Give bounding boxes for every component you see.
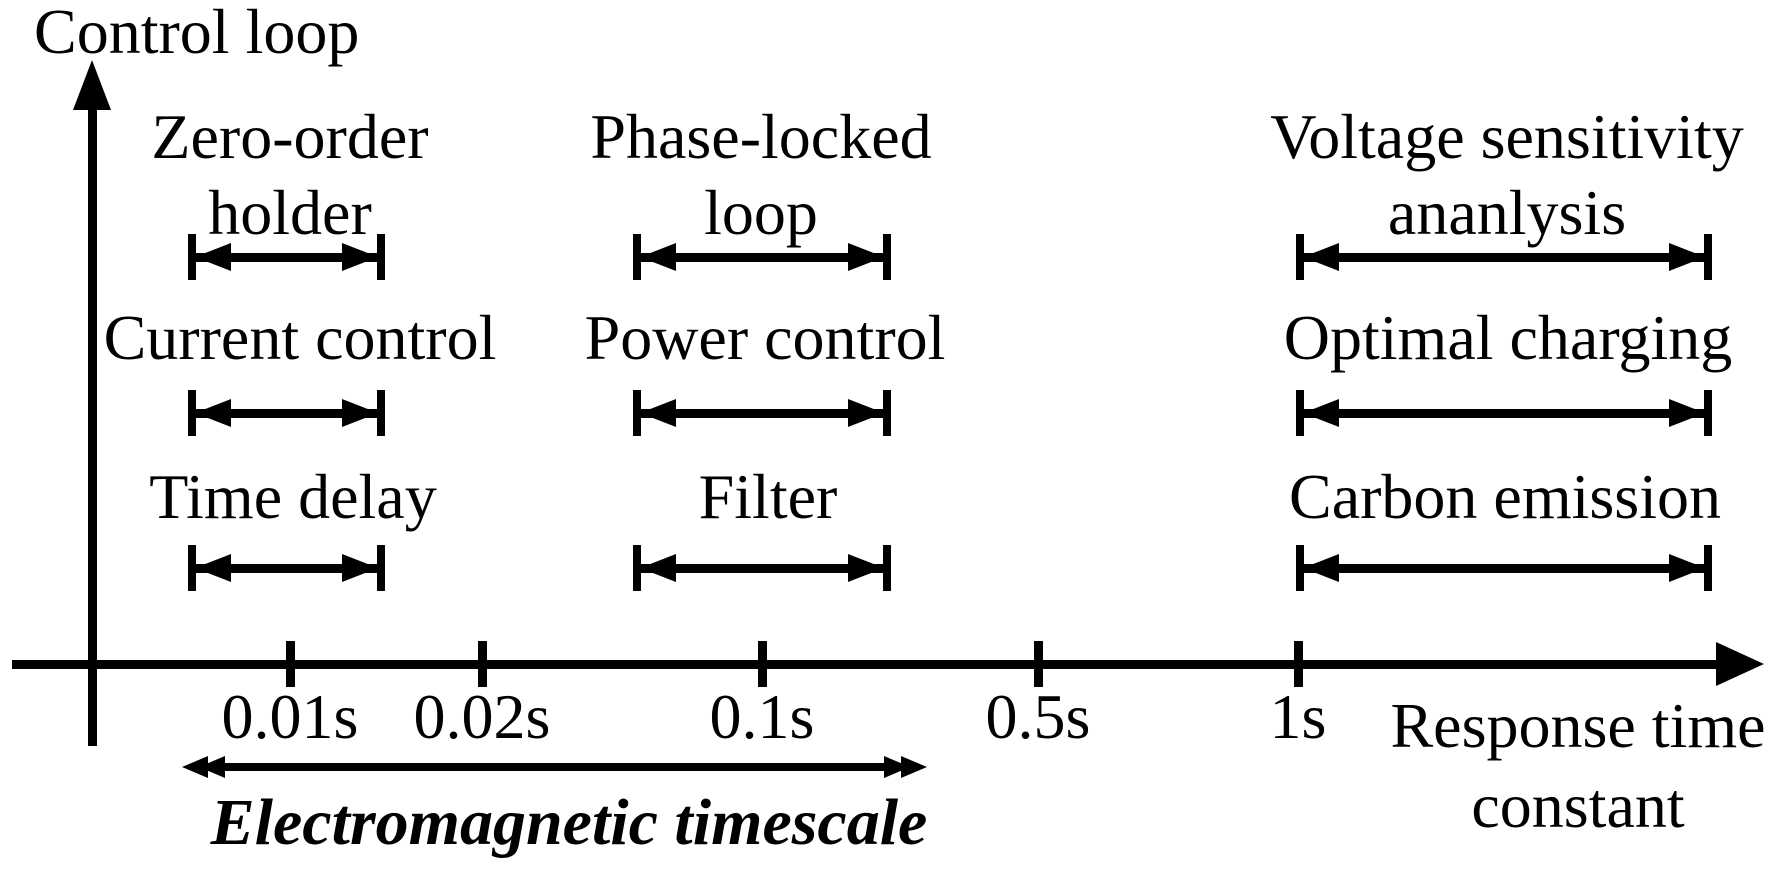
x-axis-label: Response time constant bbox=[1390, 690, 1766, 841]
group-label-voltage-sensitivity-analysis: Voltage sensitivity ananlysis bbox=[1270, 101, 1744, 248]
group-label-optimal-charging: Optimal charging bbox=[1283, 302, 1733, 373]
tick-0-01s bbox=[286, 641, 295, 687]
range-arrow-phase-locked-loop bbox=[633, 234, 891, 280]
group-label-carbon-emission: Carbon emission bbox=[1289, 461, 1721, 532]
group-label-time-delay: Time delay bbox=[149, 461, 437, 532]
range-arrow-zero-order-holder bbox=[188, 234, 385, 280]
y-axis-label: Control loop bbox=[34, 0, 360, 67]
group-label-power-control: Power control bbox=[584, 302, 946, 373]
range-arrow-voltage-sensitivity-analysis bbox=[1296, 234, 1712, 280]
x-axis-line bbox=[12, 660, 1720, 669]
em-timescale-arrow bbox=[182, 749, 927, 785]
range-arrow-filter bbox=[633, 545, 891, 591]
range-arrow-optimal-charging bbox=[1296, 390, 1712, 436]
group-label-zero-order-holder: Zero-order holder bbox=[151, 101, 429, 248]
y-axis-line bbox=[88, 98, 97, 746]
tick-label-0-02s: 0.02s bbox=[413, 681, 551, 752]
range-arrow-time-delay bbox=[188, 545, 385, 591]
group-label-current-control: Current control bbox=[103, 302, 497, 373]
tick-1s bbox=[1294, 641, 1303, 687]
range-arrow-carbon-emission bbox=[1296, 545, 1712, 591]
tick-label-0-5s: 0.5s bbox=[985, 681, 1091, 752]
em-arrow-left-head-inner-icon bbox=[199, 756, 225, 778]
y-axis-arrowhead-icon bbox=[73, 60, 111, 110]
tick-0-02s bbox=[478, 641, 487, 687]
range-arrow-current-control bbox=[188, 390, 385, 436]
em-timescale-label: Electromagnetic timescale bbox=[210, 786, 928, 859]
group-label-filter: Filter bbox=[698, 461, 838, 532]
tick-label-0-01s: 0.01s bbox=[221, 681, 359, 752]
em-arrow-right-head-outer-icon bbox=[901, 756, 927, 778]
tick-label-0-1s: 0.1s bbox=[709, 681, 815, 752]
tick-0-1s bbox=[758, 641, 767, 687]
tick-0-5s bbox=[1034, 641, 1043, 687]
range-arrow-power-control bbox=[633, 390, 891, 436]
tick-label-1s: 1s bbox=[1269, 681, 1327, 752]
x-axis-arrowhead-icon bbox=[1716, 642, 1764, 686]
group-label-phase-locked-loop: Phase-locked loop bbox=[590, 101, 932, 248]
